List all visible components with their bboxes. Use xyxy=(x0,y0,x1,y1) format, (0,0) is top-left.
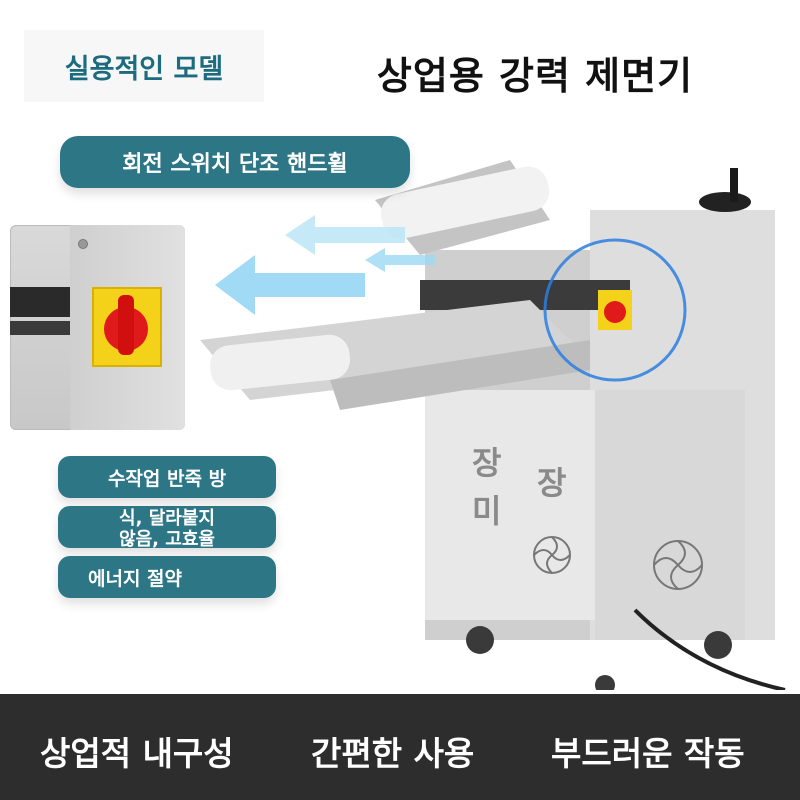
brand-char: 장 xyxy=(537,464,567,502)
feature-line-2a: 식, 달라붙지 xyxy=(119,508,215,529)
brand-char: 장 xyxy=(472,444,502,482)
fan-vent-icon xyxy=(533,536,571,574)
caster-wheel xyxy=(466,626,494,654)
top-roller xyxy=(381,166,550,239)
feature-callout-1: 수작업 반죽 방 xyxy=(58,456,276,498)
feature-line-2b: 않음, 고효율 xyxy=(119,529,215,548)
front-panel xyxy=(425,390,595,620)
feature-callout-3: 에너지 절약 xyxy=(58,556,276,598)
front-panel-right xyxy=(595,390,745,640)
bottom-feature-smooth: 부드러운 작동 xyxy=(551,734,745,773)
bottom-feature-ease: 간편한 사용 xyxy=(311,734,475,773)
highlight-ring xyxy=(543,238,687,382)
caster-wheel xyxy=(595,675,615,690)
fan-vent-icon xyxy=(653,540,703,590)
switch-closeup-inset xyxy=(10,225,185,430)
switch-callout: 회전 스위치 단조 핸드휠 xyxy=(60,136,410,188)
model-badge: 실용적인 모델 xyxy=(24,30,264,102)
dough-sheeter-machine-image xyxy=(200,160,786,690)
feature-callout-2: 식, 달라붙지 않음, 고효율 xyxy=(58,506,276,548)
bottom-feature-durability: 상업적 내구성 xyxy=(40,734,234,773)
front-roller xyxy=(210,334,351,391)
power-cable xyxy=(633,608,786,690)
direction-arrow-icon xyxy=(215,215,435,315)
rotary-switch-icon xyxy=(92,287,162,367)
brand-char: 미 xyxy=(472,492,502,530)
hand-wheel-icon xyxy=(699,192,751,212)
caster-wheel xyxy=(704,631,732,659)
bottom-feature-bar: 상업적 내구성 간편한 사용 부드러운 작동 xyxy=(0,694,800,800)
page-title: 상업용 강력 제면기 xyxy=(376,53,694,98)
